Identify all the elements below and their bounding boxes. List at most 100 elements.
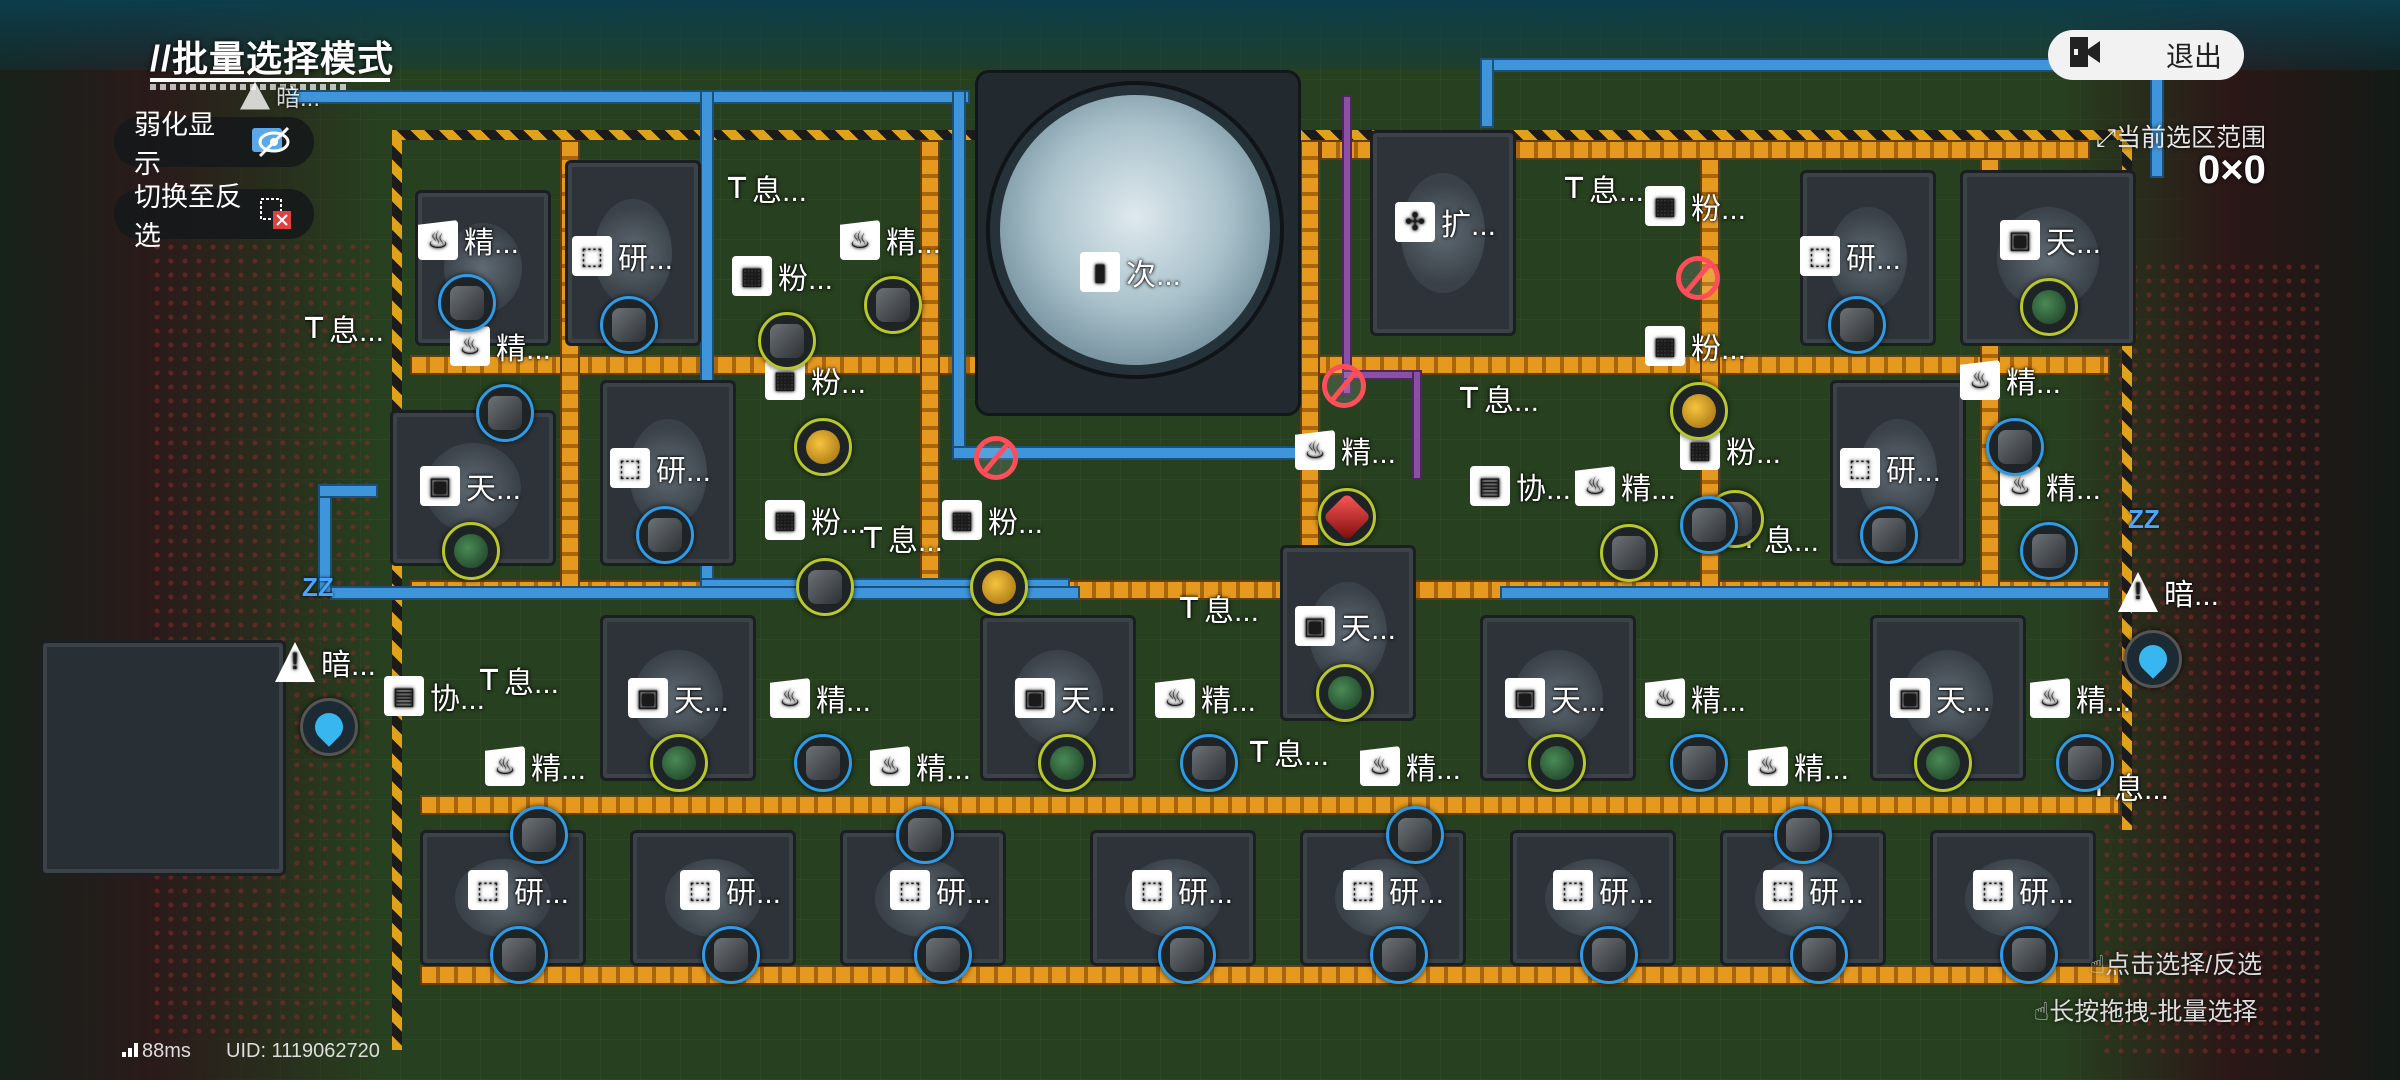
water-drop-icon[interactable]	[2124, 630, 2182, 688]
building-label-research[interactable]: ⬚研...	[572, 234, 673, 278]
building-label-rest[interactable]: ⊤息...	[1250, 730, 1329, 774]
item-slot[interactable]	[1386, 806, 1444, 864]
item-slot[interactable]	[2056, 734, 2114, 792]
item-slot[interactable]	[1828, 296, 1886, 354]
building-label-refine[interactable]: ♨精...	[1155, 676, 1256, 720]
item-slot[interactable]	[490, 926, 548, 984]
toggle-inverse-button[interactable]: 切换至反选	[114, 182, 314, 251]
item-slot[interactable]	[1986, 418, 2044, 476]
item-slot[interactable]	[636, 506, 694, 564]
building-label-secondary[interactable]: ▮次...	[1080, 250, 1181, 294]
building-label-research[interactable]: ⬚研...	[1973, 868, 2074, 912]
item-slot[interactable]	[702, 926, 760, 984]
item-slot[interactable]	[476, 384, 534, 442]
item-slot[interactable]	[600, 296, 658, 354]
building-label-refine[interactable]: ♨精...	[870, 744, 971, 788]
building-label-research[interactable]: ⬚研...	[1343, 868, 1444, 912]
exit-button[interactable]: 退出	[2048, 30, 2244, 80]
building-label-dark[interactable]: !暗...	[275, 640, 376, 684]
item-slot[interactable]	[914, 926, 972, 984]
ban-icon[interactable]	[1676, 256, 1720, 300]
item-slot[interactable]	[1670, 382, 1728, 440]
building-label-sky[interactable]: ▣天...	[1295, 604, 1396, 648]
building-label-research[interactable]: ⬚研...	[680, 868, 781, 912]
conveyor-belt[interactable]	[920, 140, 940, 590]
building-label-refine[interactable]: ♨精...	[2030, 676, 2131, 720]
building-label-research[interactable]: ⬚研...	[890, 868, 991, 912]
item-slot[interactable]	[758, 312, 816, 370]
building-label-rest[interactable]: ⊤息...	[728, 166, 807, 210]
item-slot[interactable]	[510, 806, 568, 864]
building-label-research[interactable]: ⬚研...	[1553, 868, 1654, 912]
item-slot[interactable]	[1680, 496, 1738, 554]
building-label-refine[interactable]: ♨精...	[450, 324, 551, 368]
item-slot[interactable]	[1790, 926, 1848, 984]
item-slot[interactable]	[1860, 506, 1918, 564]
building-label-rest[interactable]: ⊤息...	[864, 516, 943, 560]
building-label-grind[interactable]: ▦粉...	[1645, 184, 1746, 228]
item-slot[interactable]	[1580, 926, 1638, 984]
building-label-research[interactable]: ⬚研...	[610, 446, 711, 490]
item-slot[interactable]	[2000, 926, 2058, 984]
pipe-purple[interactable]	[1342, 95, 1352, 395]
item-slot[interactable]	[2020, 278, 2078, 336]
building-label-rest[interactable]: ⊤息...	[1565, 166, 1644, 210]
item-slot[interactable]	[1528, 734, 1586, 792]
building-label-refine[interactable]: ♨精...	[1748, 744, 1849, 788]
item-slot[interactable]	[2020, 522, 2078, 580]
conveyor-belt[interactable]	[1300, 140, 1320, 590]
building-label-refine[interactable]: ♨精...	[1360, 744, 1461, 788]
building-label-coop[interactable]: ▤协...	[1470, 464, 1571, 508]
building-label-refine[interactable]: ♨精...	[1960, 358, 2061, 402]
item-slot[interactable]	[1158, 926, 1216, 984]
building-label-refine[interactable]: ♨精...	[1575, 464, 1676, 508]
item-slot[interactable]	[438, 274, 496, 332]
item-slot[interactable]	[794, 418, 852, 476]
building-label-grind[interactable]: ▦粉...	[732, 254, 833, 298]
building-label-rest[interactable]: ⊤息...	[1180, 586, 1259, 630]
item-slot[interactable]	[1038, 734, 1096, 792]
item-slot[interactable]	[796, 558, 854, 616]
item-slot[interactable]	[896, 806, 954, 864]
water-pipe[interactable]	[952, 90, 966, 460]
item-slot[interactable]	[864, 276, 922, 334]
item-slot[interactable]	[1180, 734, 1238, 792]
building-label-grind[interactable]: ▦粉...	[1645, 324, 1746, 368]
item-slot[interactable]	[1914, 734, 1972, 792]
ban-icon[interactable]	[1322, 364, 1366, 408]
building-label-refine[interactable]: ♨精...	[1295, 428, 1396, 472]
building-label-refine[interactable]: ♨精...	[840, 218, 941, 262]
weaken-display-button[interactable]: 弱化显示	[114, 110, 314, 179]
item-slot[interactable]	[650, 734, 708, 792]
item-slot[interactable]	[1670, 734, 1728, 792]
building-label-rest[interactable]: ⊤息...	[480, 658, 559, 702]
building-label-grind[interactable]: ▦粉...	[765, 498, 866, 542]
building-label-refine[interactable]: ♨精...	[2000, 464, 2101, 508]
building-label-refine[interactable]: ♨精...	[485, 744, 586, 788]
building-label-grind[interactable]: ▦粉...	[942, 498, 1043, 542]
item-slot[interactable]	[794, 734, 852, 792]
water-pipe[interactable]	[330, 586, 1080, 600]
item-slot[interactable]	[1318, 488, 1376, 546]
building-label-sky[interactable]: ▣天...	[628, 676, 729, 720]
building-label-research[interactable]: ⬚研...	[1800, 234, 1901, 278]
building-label-coop[interactable]: ▤协...	[384, 674, 485, 718]
conveyor-belt[interactable]	[420, 795, 2120, 815]
ban-icon[interactable]	[974, 436, 1018, 480]
item-slot[interactable]	[442, 522, 500, 580]
water-drop-icon[interactable]	[300, 698, 358, 756]
building-label-research[interactable]: ⬚研...	[1840, 446, 1941, 490]
building-label-expand[interactable]: ✣扩...	[1395, 200, 1496, 244]
factory-building[interactable]	[1930, 830, 2096, 966]
building-label-sky[interactable]: ▣天...	[1505, 676, 1606, 720]
building-label-research[interactable]: ⬚研...	[1132, 868, 1233, 912]
factory-building[interactable]	[1090, 830, 1256, 966]
building-label-rest[interactable]: ⊤息...	[1460, 376, 1539, 420]
water-pipe[interactable]	[1480, 58, 1494, 128]
item-slot[interactable]	[1370, 926, 1428, 984]
water-pipe[interactable]	[318, 484, 378, 498]
building-label-research[interactable]: ⬚研...	[468, 868, 569, 912]
building-label-refine[interactable]: ♨精...	[418, 218, 519, 262]
conveyor-belt[interactable]	[420, 965, 2120, 985]
